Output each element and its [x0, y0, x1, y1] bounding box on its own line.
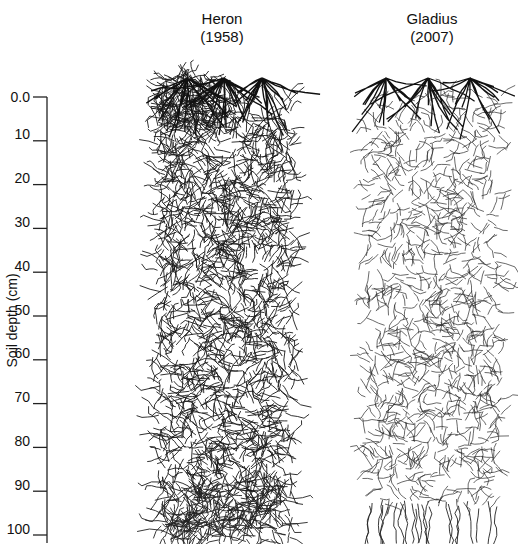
- axis-line: [33, 184, 47, 185]
- axis-line: [33, 272, 47, 273]
- gladius-crown-roots: [352, 78, 515, 140]
- cultivar-heading: Heron (1958): [200, 10, 243, 46]
- depth-tick-label: 0.0: [11, 89, 30, 106]
- cultivar-heading: Gladius (2007): [407, 10, 458, 46]
- depth-tick-label: 90: [14, 477, 30, 494]
- depth-tick-label: 20: [14, 170, 30, 187]
- axis-line: [33, 534, 47, 535]
- axis-line: [46, 97, 47, 543]
- heron-roots: [135, 60, 312, 526]
- axis-line: [33, 403, 47, 404]
- depth-tick-label: 100: [7, 521, 30, 538]
- axis-line: [33, 315, 47, 316]
- depth-tick-label: 40: [14, 258, 30, 275]
- depth-tick-label: 80: [14, 433, 30, 450]
- gladius-deep-roots: [364, 500, 497, 544]
- axis-line: [33, 359, 47, 360]
- axis-line: [33, 447, 47, 448]
- heron-deep-roots: [137, 472, 313, 544]
- depth-tick-label: 70: [14, 389, 30, 406]
- axis-line: [33, 96, 47, 97]
- axis-line: [33, 491, 47, 492]
- gladius-roots: [350, 79, 518, 520]
- heron-crown-roots: [146, 78, 320, 138]
- axis-line: [33, 228, 47, 229]
- depth-tick-label: 30: [14, 214, 30, 231]
- depth-tick-label: 10: [14, 126, 30, 143]
- axis-line: [33, 140, 47, 141]
- depth-axis: [33, 97, 47, 543]
- axis-title: Soil depth (cm): [4, 273, 21, 367]
